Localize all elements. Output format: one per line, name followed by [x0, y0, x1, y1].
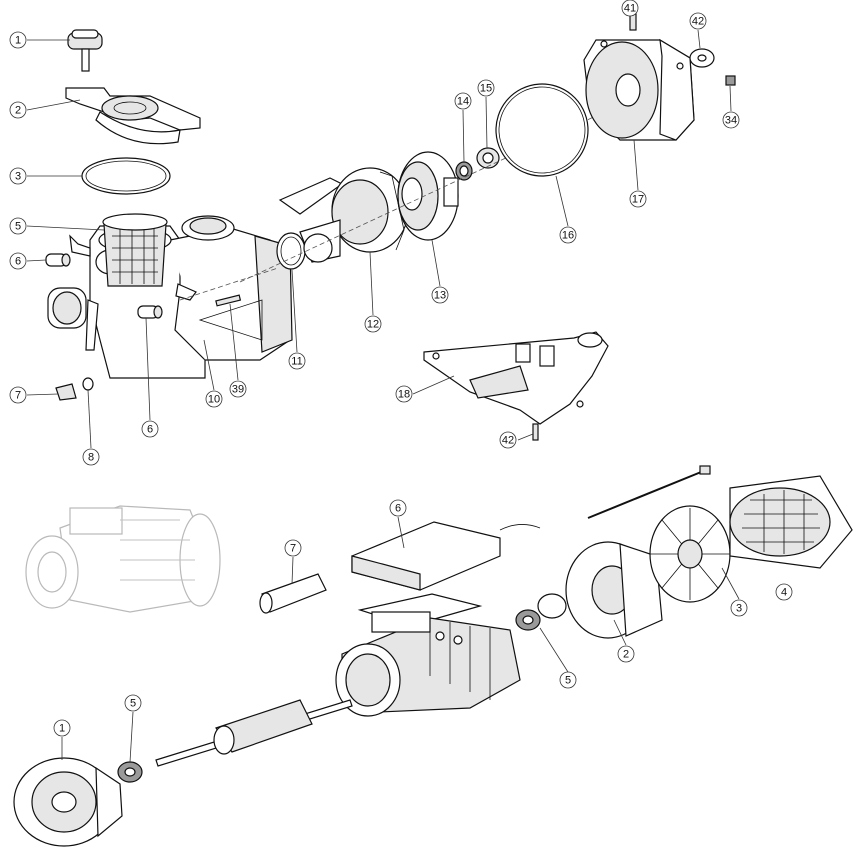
svg-text:2: 2 [623, 649, 629, 661]
pump-callout-13: 13 [431, 286, 449, 304]
svg-text:15: 15 [480, 83, 492, 95]
part-bolt-42-bottom [532, 423, 539, 441]
svg-text:10: 10 [208, 394, 220, 406]
part-cooling-fan [649, 505, 731, 603]
pump-callout-15: 15 [477, 79, 495, 97]
svg-text:5: 5 [15, 221, 21, 233]
pump-callout-3: 3 [9, 167, 27, 185]
part-drain-plug-upper [45, 253, 71, 267]
motor-callout-6: 6 [389, 499, 407, 517]
part-washer-41 [689, 48, 715, 68]
pump-callout-6: 6 [9, 252, 27, 270]
part-front-end-shield [13, 757, 123, 847]
svg-text:18: 18 [398, 389, 410, 401]
svg-text:42: 42 [692, 16, 704, 28]
pump-callout-18: 18 [395, 385, 413, 403]
part-diffuser [278, 167, 409, 263]
part-drain-plug-lower [137, 305, 163, 319]
part-bearing-front [117, 761, 143, 783]
pump-callout-11: 11 [288, 352, 306, 370]
pump-callout-39: 39 [229, 380, 247, 398]
part-rear-end-shield [565, 541, 663, 639]
part-rotor [155, 699, 353, 767]
svg-text:8: 8 [88, 452, 94, 464]
motor-callout-7: 7 [284, 539, 302, 557]
part-o-ring-8 [82, 377, 94, 391]
pump-callout-1: 1 [9, 31, 27, 49]
part-lid-o-ring [81, 157, 171, 195]
pump-callout-42: 42 [689, 12, 707, 30]
svg-text:5: 5 [565, 675, 571, 687]
part-o-ring-11 [276, 232, 306, 270]
part-nut-34 [725, 75, 736, 86]
part-lid-clamp [65, 87, 201, 145]
part-screw-39 [215, 294, 242, 307]
part-knob [67, 29, 103, 72]
part-seal-plate [583, 38, 695, 141]
svg-text:6: 6 [147, 424, 153, 436]
part-drain-plug-7 [55, 383, 77, 401]
part-motor-stator-housing [335, 611, 521, 717]
svg-text:6: 6 [395, 503, 401, 515]
motor-callout-3: 3 [730, 599, 748, 617]
callout-labels: 1235678610391112131415161741423418426743… [9, 0, 793, 737]
leader-lines [26, 29, 740, 763]
part-pump-housing [47, 215, 293, 379]
pump-callout-17: 17 [629, 190, 647, 208]
pump-callout-14: 14 [454, 92, 472, 110]
part-terminal-box-cover [351, 521, 541, 591]
part-bolt-42-top [629, 13, 637, 31]
svg-text:17: 17 [632, 194, 644, 206]
assembled-motor-ghost [25, 505, 221, 613]
svg-text:39: 39 [232, 384, 244, 396]
part-through-bolt [587, 465, 711, 519]
svg-text:7: 7 [15, 390, 21, 402]
pump-callout-10: 10 [205, 390, 223, 408]
part-wave-washer [537, 593, 567, 619]
pump-callout-41: 41 [621, 0, 639, 17]
svg-text:14: 14 [457, 96, 469, 108]
svg-text:2: 2 [15, 105, 21, 117]
svg-text:4: 4 [781, 587, 787, 599]
pump-callout-2: 2 [9, 101, 27, 119]
svg-text:3: 3 [736, 603, 742, 615]
svg-text:12: 12 [367, 319, 379, 331]
svg-text:42: 42 [502, 435, 514, 447]
part-capacitor [259, 573, 327, 614]
pump-callout-12: 12 [364, 315, 382, 333]
motor-callout-1: 1 [53, 719, 71, 737]
part-seal-14 [455, 161, 473, 181]
svg-text:1: 1 [59, 723, 65, 735]
part-bearing-rear [515, 609, 541, 631]
svg-text:41: 41 [624, 3, 636, 15]
svg-text:16: 16 [562, 230, 574, 242]
part-impeller [397, 151, 459, 241]
svg-text:13: 13 [434, 290, 446, 302]
motor-callout-2: 2 [617, 645, 635, 663]
motor-callout-5: 5 [124, 694, 142, 712]
part-seal-15 [476, 147, 500, 169]
part-mounting-foot [423, 331, 609, 425]
svg-text:6: 6 [15, 256, 21, 268]
part-o-ring-16 [495, 83, 589, 177]
pump-callout-42: 42 [499, 431, 517, 449]
svg-text:34: 34 [725, 115, 737, 127]
svg-text:5: 5 [130, 698, 136, 710]
part-fan-cover [729, 475, 853, 569]
svg-text:1: 1 [15, 35, 21, 47]
pump-callout-6: 6 [141, 420, 159, 438]
part-strainer-basket [102, 213, 168, 287]
svg-text:7: 7 [290, 543, 296, 555]
motor-callout-4: 4 [775, 583, 793, 601]
svg-text:11: 11 [291, 356, 302, 368]
pump-callout-5: 5 [9, 217, 27, 235]
pump-callout-7: 7 [9, 386, 27, 404]
motor-callout-5: 5 [559, 671, 577, 689]
pump-callout-34: 34 [722, 111, 740, 129]
svg-text:3: 3 [15, 171, 21, 183]
pump-callout-16: 16 [559, 226, 577, 244]
pump-callout-8: 8 [82, 448, 100, 466]
